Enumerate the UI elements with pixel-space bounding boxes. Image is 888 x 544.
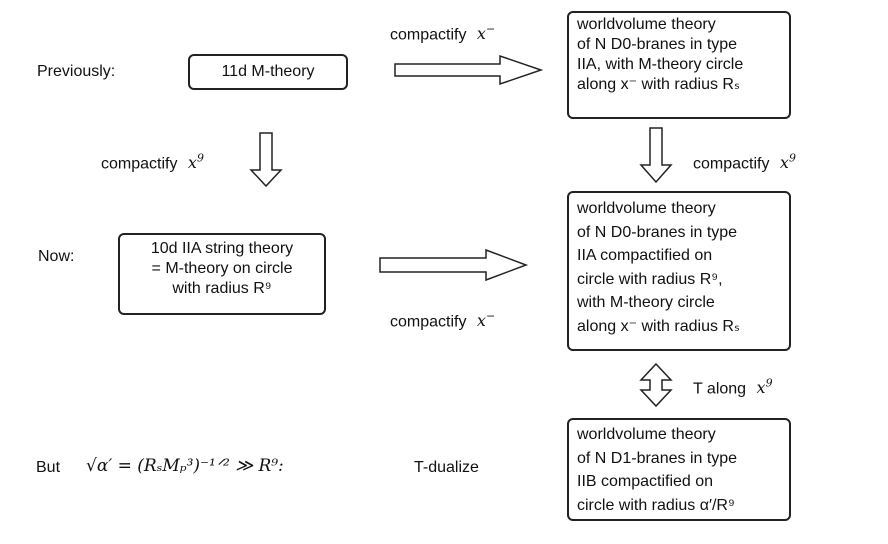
t-along-word: T along	[693, 380, 747, 398]
box-iia-line-3: with radius R⁹	[172, 280, 272, 297]
arrow-down-right	[639, 127, 673, 184]
box-d0-top-line-1: worldvolume theory	[577, 16, 716, 33]
compactify-top-word: compactify	[390, 26, 467, 44]
box-d0-mid-line-3: IIA compactified on	[577, 247, 713, 264]
box-d1-line-2: of N D1-branes in type	[577, 449, 738, 467]
compactify-bottom-var: x−	[476, 310, 496, 331]
arrow-down-left	[249, 132, 283, 188]
compactify-right-sup: 9	[788, 152, 796, 165]
box-d0-mid-line-5: with M-theory circle	[577, 294, 715, 311]
compactify-bottom-sup: −	[485, 310, 496, 323]
but-formula-text: √α′ = (RₛMₚ³)⁻¹ᐟ² ≫ R⁹:	[86, 456, 284, 476]
arrow-double-vertical	[639, 362, 673, 408]
but-label: But	[36, 459, 61, 476]
compactify-top-x: x	[476, 24, 486, 44]
box-d1: worldvolume theory of N D1-branes in typ…	[567, 418, 791, 521]
tdualize-label: T-dualize	[414, 459, 479, 476]
compactify-left-label: compactify x9	[101, 149, 204, 174]
box-d1-line-3: IIB compactified on	[577, 473, 714, 490]
box-d0-top: worldvolume theory of N D0-branes in typ…	[567, 11, 791, 119]
t-along-var: x9	[756, 377, 773, 398]
now-label: Now:	[38, 248, 75, 265]
compactify-right-var: x9	[779, 152, 796, 173]
box-d0-mid-line-2: of N D0-branes in type	[577, 223, 738, 241]
box-d0-mid: worldvolume theory of N D0-branes in typ…	[567, 191, 791, 351]
arrow-right-top	[394, 54, 544, 86]
compactify-right-x: x	[779, 153, 789, 173]
box-d0-top-line-2: of N D0-branes in type	[577, 36, 738, 53]
box-mtheory-line: 11d M-theory	[221, 63, 315, 80]
compactify-left-sup: 9	[196, 152, 204, 165]
box-iia-line-2: = M-theory on circle	[151, 260, 293, 277]
box-d0-mid-line-1: worldvolume theory	[577, 200, 716, 217]
t-along-label: T along x9	[693, 374, 773, 399]
but-formula: √α′ = (RₛMₚ³)⁻¹ᐟ² ≫ R⁹:	[86, 456, 284, 476]
previously-label: Previously:	[37, 63, 116, 80]
box-iia-line-1: 10d IIA string theory	[150, 240, 294, 257]
compactify-bottom-x: x	[476, 311, 486, 331]
box-iia-string: 10d IIA string theory = M-theory on circ…	[118, 233, 326, 315]
arrow-right-middle	[379, 248, 529, 282]
compactify-bottom-word: compactify	[390, 313, 467, 331]
box-d0-mid-line-6: along x⁻ with radius Rₛ	[577, 317, 740, 335]
box-d0-top-line-3: IIA, with M-theory circle	[577, 56, 744, 73]
box-d0-top-line-4: along x⁻ with radius Rₛ	[577, 76, 740, 93]
t-along-sup: 9	[765, 377, 773, 390]
box-mtheory: 11d M-theory	[188, 54, 348, 90]
box-d0-mid-line-4: circle with radius R⁹,	[577, 270, 723, 288]
compactify-top-var: x−	[476, 23, 496, 44]
box-d1-line-4: circle with radius α′/R⁹	[577, 496, 735, 514]
compactify-left-word: compactify	[101, 155, 178, 173]
box-d1-line-1: worldvolume theory	[577, 426, 716, 443]
compactify-left-x: x	[187, 153, 197, 173]
compactify-left-var: x9	[187, 152, 204, 173]
compactify-right-label: compactify x9	[693, 149, 796, 174]
t-along-x: x	[756, 378, 766, 398]
compactify-top-label: compactify x−	[390, 20, 495, 45]
compactify-top-sup: −	[485, 23, 496, 36]
compactify-bottom-label: compactify x−	[390, 307, 495, 332]
compactify-right-word: compactify	[693, 155, 770, 173]
